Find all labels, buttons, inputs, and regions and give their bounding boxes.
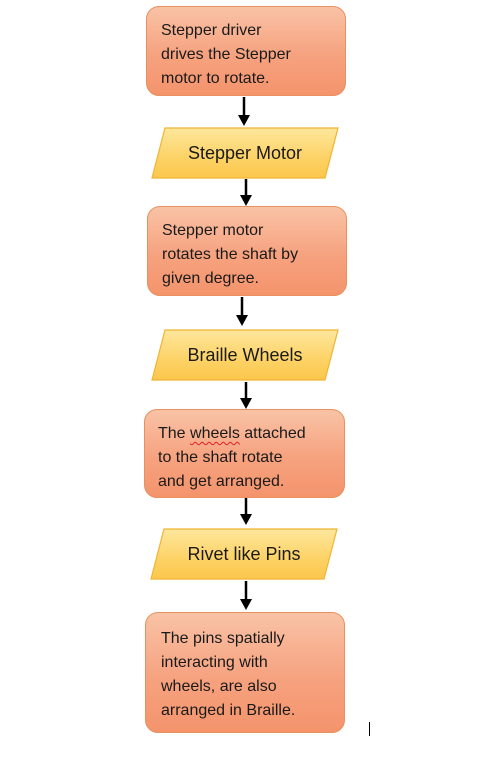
flow-arrow (238, 97, 250, 126)
process-box-pins: The pins spatially interacting with whee… (145, 612, 345, 733)
process-text-line: to the shaft rotate (158, 449, 283, 466)
flow-arrow (240, 382, 252, 409)
flow-arrow (240, 498, 252, 525)
io-braille-wheels: Braille Wheels (151, 329, 339, 381)
process-text-line: arranged in Braille. (161, 702, 296, 719)
text-fragment: The (158, 425, 191, 442)
process-text-line: motor to rotate. (161, 70, 270, 87)
text-cursor (369, 722, 370, 736)
process-text-line: Stepper driver (161, 22, 262, 39)
io-label: Rivet like Pins (187, 543, 301, 564)
parallelogram-shape (151, 127, 339, 179)
process-text-line: The wheels attached (158, 422, 334, 446)
process-text-line: wheels, are also (161, 678, 277, 695)
process-text-line: Stepper motor (162, 222, 264, 239)
process-text-line: given degree. (162, 270, 259, 287)
parallelogram-shape (150, 528, 338, 580)
process-box-wheels: The wheels attached to the shaft rotate … (144, 409, 345, 498)
spellcheck-flagged-word: wheels (190, 425, 240, 442)
process-box-driver: Stepper driver drives the Stepper motor … (146, 6, 346, 96)
process-text-line: and get arranged. (158, 473, 285, 490)
flow-arrow (236, 297, 248, 326)
io-rivet-pins: Rivet like Pins (150, 528, 338, 580)
process-text-line: rotates the shaft by (162, 246, 299, 263)
text-fragment: attached (239, 425, 306, 442)
flow-arrow (240, 179, 252, 206)
process-text-line: The pins spatially (161, 630, 285, 647)
process-box-motor: Stepper motor rotates the shaft by given… (147, 206, 347, 296)
io-stepper-motor: Stepper Motor (151, 127, 339, 179)
io-label: Stepper Motor (187, 142, 303, 163)
flow-arrow (240, 581, 252, 610)
process-text-line: drives the Stepper (161, 46, 291, 63)
io-label: Braille Wheels (187, 344, 303, 365)
process-text-line: interacting with (161, 654, 268, 671)
parallelogram-shape (151, 329, 339, 381)
